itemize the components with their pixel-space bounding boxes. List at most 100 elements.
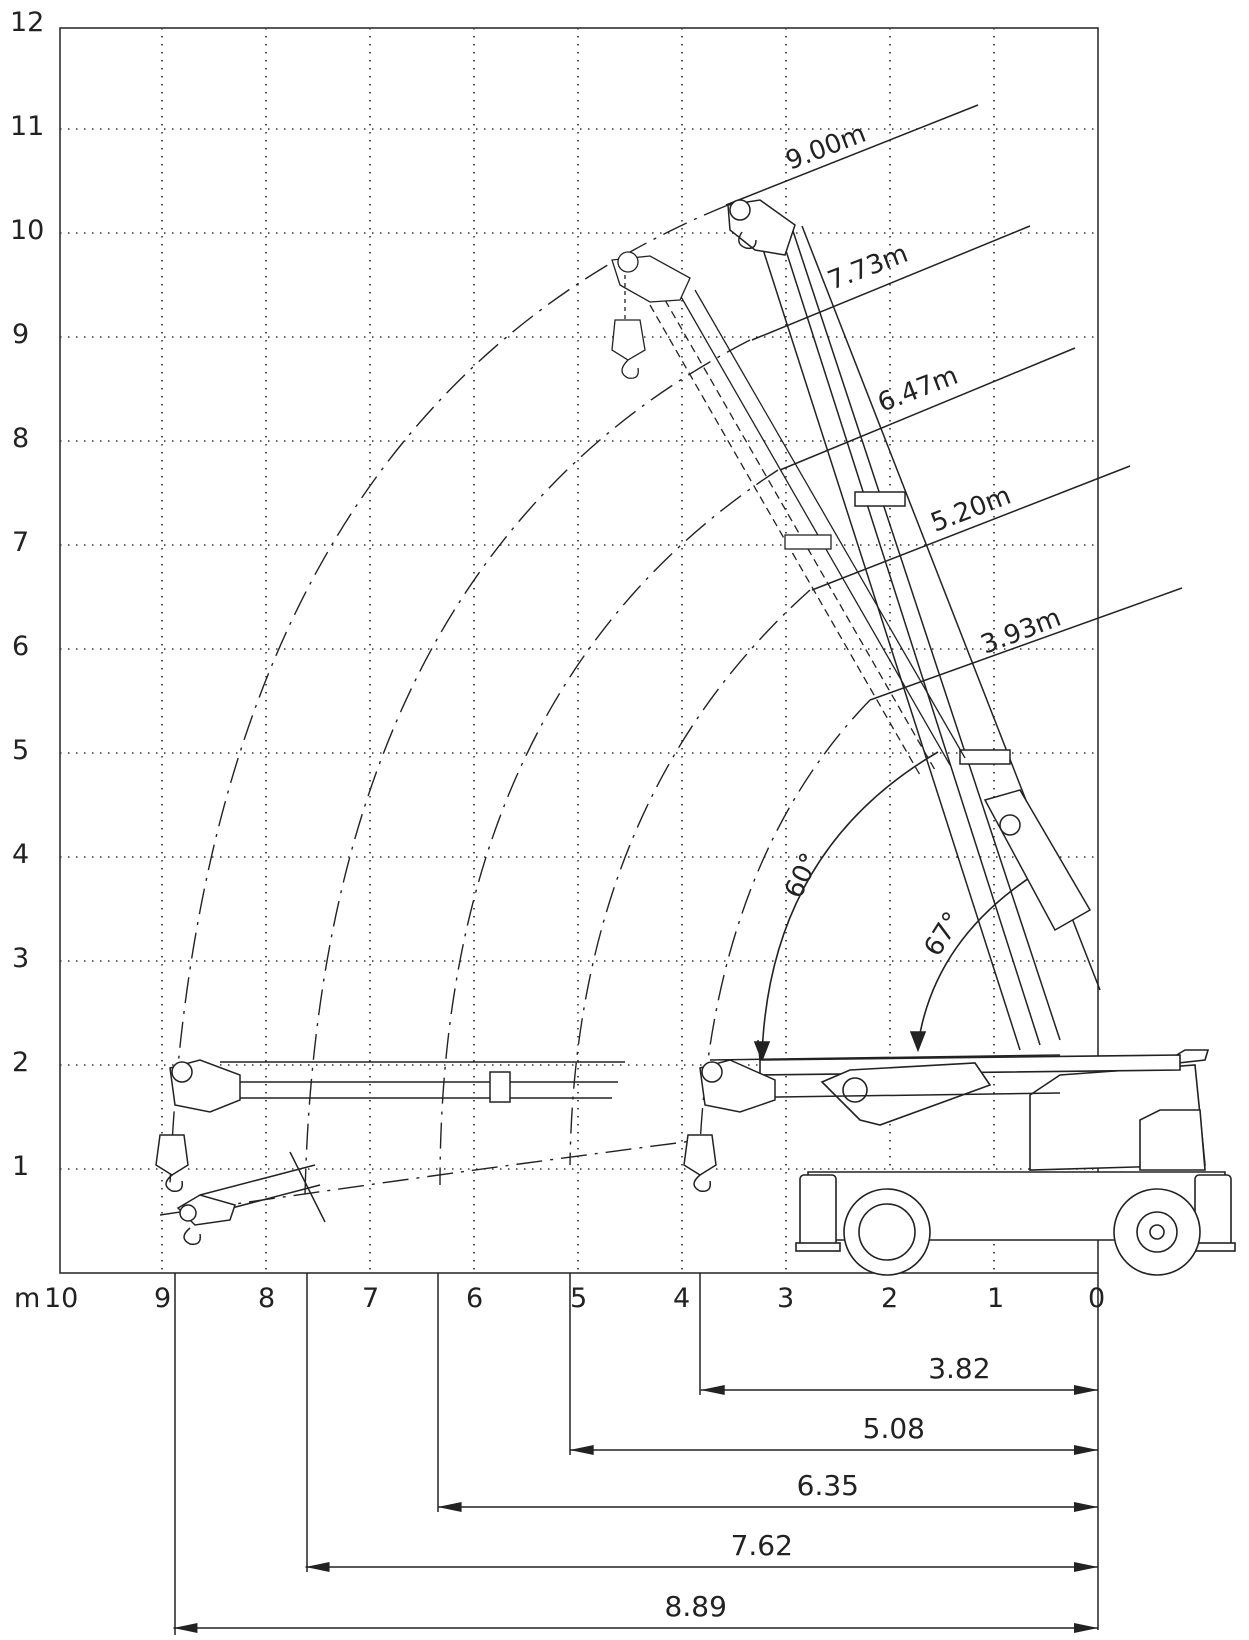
x-tick-0: 0 <box>1088 1283 1105 1314</box>
radius-leader-900 <box>725 104 979 206</box>
reach-dim-635: 6.35 <box>437 1469 1098 1512</box>
arrowhead-right <box>1074 1385 1098 1395</box>
boom-pivot <box>842 1077 868 1103</box>
lowboom-sheave <box>179 1204 197 1222</box>
x-tick-4: 4 <box>673 1283 690 1314</box>
reach-dim-508: 5.08 <box>569 1412 1098 1455</box>
radius-label-647: 6.47m <box>874 361 962 419</box>
hboom-short-sheave <box>701 1061 723 1083</box>
hboom-short-tip-mark <box>757 1039 761 1061</box>
y-tick-3: 3 <box>12 943 29 974</box>
dimension-label: 6.35 <box>797 1469 859 1502</box>
reach-dimensions: 3.825.086.357.628.89 <box>173 1352 1098 1633</box>
boom-60deg <box>611 251 966 776</box>
radius-leader-520 <box>811 465 1131 591</box>
dimension-label: 3.82 <box>928 1352 990 1385</box>
boom-60-sheave <box>617 251 639 273</box>
radius-label-773: 7.73m <box>824 239 912 297</box>
boom-60-edge-3 <box>679 294 951 766</box>
arrowhead-left <box>305 1562 330 1572</box>
boom-horizontal-long <box>155 1059 625 1193</box>
luffing-cylinder-mount <box>820 1062 992 1126</box>
angle-arc-60 <box>761 751 939 1056</box>
arrowhead-right <box>1074 1562 1098 1572</box>
hboom-long-clamp <box>489 1071 511 1103</box>
y-tick-6: 6 <box>12 631 29 662</box>
boom-67-pin <box>999 814 1021 836</box>
boom-horizontal-short <box>683 1039 1061 1193</box>
radius-label-393: 3.93m <box>977 603 1065 661</box>
y-tick-7: 7 <box>12 527 29 558</box>
y-tick-2: 2 <box>12 1047 29 1078</box>
y-tick-9: 9 <box>12 319 29 350</box>
lowboom-edge-3 <box>289 1151 326 1223</box>
arc-647 <box>439 469 779 1186</box>
boom-67-clamp-lower <box>959 749 1011 765</box>
outrigger-pad-left <box>795 1242 841 1252</box>
boom-67-edge-2 <box>779 231 1041 1046</box>
boom-60-edge-4 <box>694 289 966 759</box>
reach-dim-382: 3.82 <box>700 1352 1098 1395</box>
hboom-short-hook-block <box>683 1134 717 1176</box>
reach-dimension-lines <box>174 1273 1099 1635</box>
arrowhead-right <box>1074 1502 1098 1512</box>
hboom-short-hook <box>693 1174 712 1193</box>
arc-bottom <box>159 1139 701 1216</box>
reach-dim-889: 8.89 <box>173 1590 1098 1633</box>
lowboom-hook <box>183 1227 202 1246</box>
boom-60-hook-block <box>611 319 646 361</box>
arrowhead-left <box>700 1385 725 1395</box>
angle-indicators <box>753 751 1056 1063</box>
reach-dim-762: 7.62 <box>305 1529 1098 1572</box>
boom-67-edge-3 <box>791 227 1061 1041</box>
boom-67-clamp-upper <box>854 491 906 507</box>
front-wheel-hub <box>858 1203 916 1261</box>
arc-773 <box>304 339 751 1196</box>
boom-lowered <box>176 1151 326 1246</box>
y-tick-8: 8 <box>12 423 29 454</box>
radius-label-900: 9.00m <box>782 119 870 177</box>
radius-label-520: 5.20m <box>927 481 1015 539</box>
angle-arrow-67 <box>909 1031 927 1053</box>
dimension-label: 5.08 <box>863 1412 925 1445</box>
hboom-long-hook <box>165 1174 184 1193</box>
hboom-long-hook-block <box>155 1134 189 1176</box>
y-tick-11: 11 <box>10 111 44 142</box>
boom-67-sheave <box>729 199 751 221</box>
arrowhead-left <box>569 1445 594 1455</box>
hboom-short-top <box>709 1054 1061 1061</box>
radius-leader-773 <box>751 225 1031 341</box>
lowboom-edge-1 <box>199 1164 316 1196</box>
x-axis-labels: m 10 9 8 7 6 5 4 3 2 1 0 <box>14 1283 1105 1314</box>
angle-label-60: 60° <box>779 849 826 903</box>
dimension-label: 7.62 <box>731 1529 793 1562</box>
arrowhead-left <box>437 1502 462 1512</box>
x-tick-2: 2 <box>881 1283 898 1314</box>
angle-arc-67 <box>917 861 1056 1046</box>
x-tick-8: 8 <box>258 1283 275 1314</box>
y-tick-10: 10 <box>10 215 44 246</box>
dimension-label: 8.89 <box>665 1590 727 1623</box>
y-axis-labels: 1 2 3 4 5 6 7 8 9 10 11 12 <box>10 7 44 1182</box>
arrowhead-left <box>173 1623 198 1633</box>
rear-wheel-center <box>1149 1224 1165 1240</box>
boom-60-clamp <box>784 534 832 550</box>
radius-leaders <box>725 104 1183 701</box>
plot-frame <box>59 27 1099 1274</box>
boom-60-hook <box>621 359 639 379</box>
boom-67deg <box>727 199 1101 1051</box>
y-tick-4: 4 <box>12 839 29 870</box>
boom-67-edge-1 <box>759 239 1021 1051</box>
angle-label-67: 67° <box>918 907 968 962</box>
y-tick-1: 1 <box>12 1151 29 1182</box>
arc-900 <box>169 204 729 1186</box>
x-tick-6: 6 <box>466 1283 483 1314</box>
x-tick-10: 10 <box>44 1283 78 1314</box>
radius-leader-647 <box>779 347 1076 471</box>
crane-carrier <box>759 1049 1236 1276</box>
hboom-long-sheave <box>171 1061 193 1083</box>
x-tick-9: 9 <box>154 1283 171 1314</box>
x-tick-5: 5 <box>570 1283 587 1314</box>
